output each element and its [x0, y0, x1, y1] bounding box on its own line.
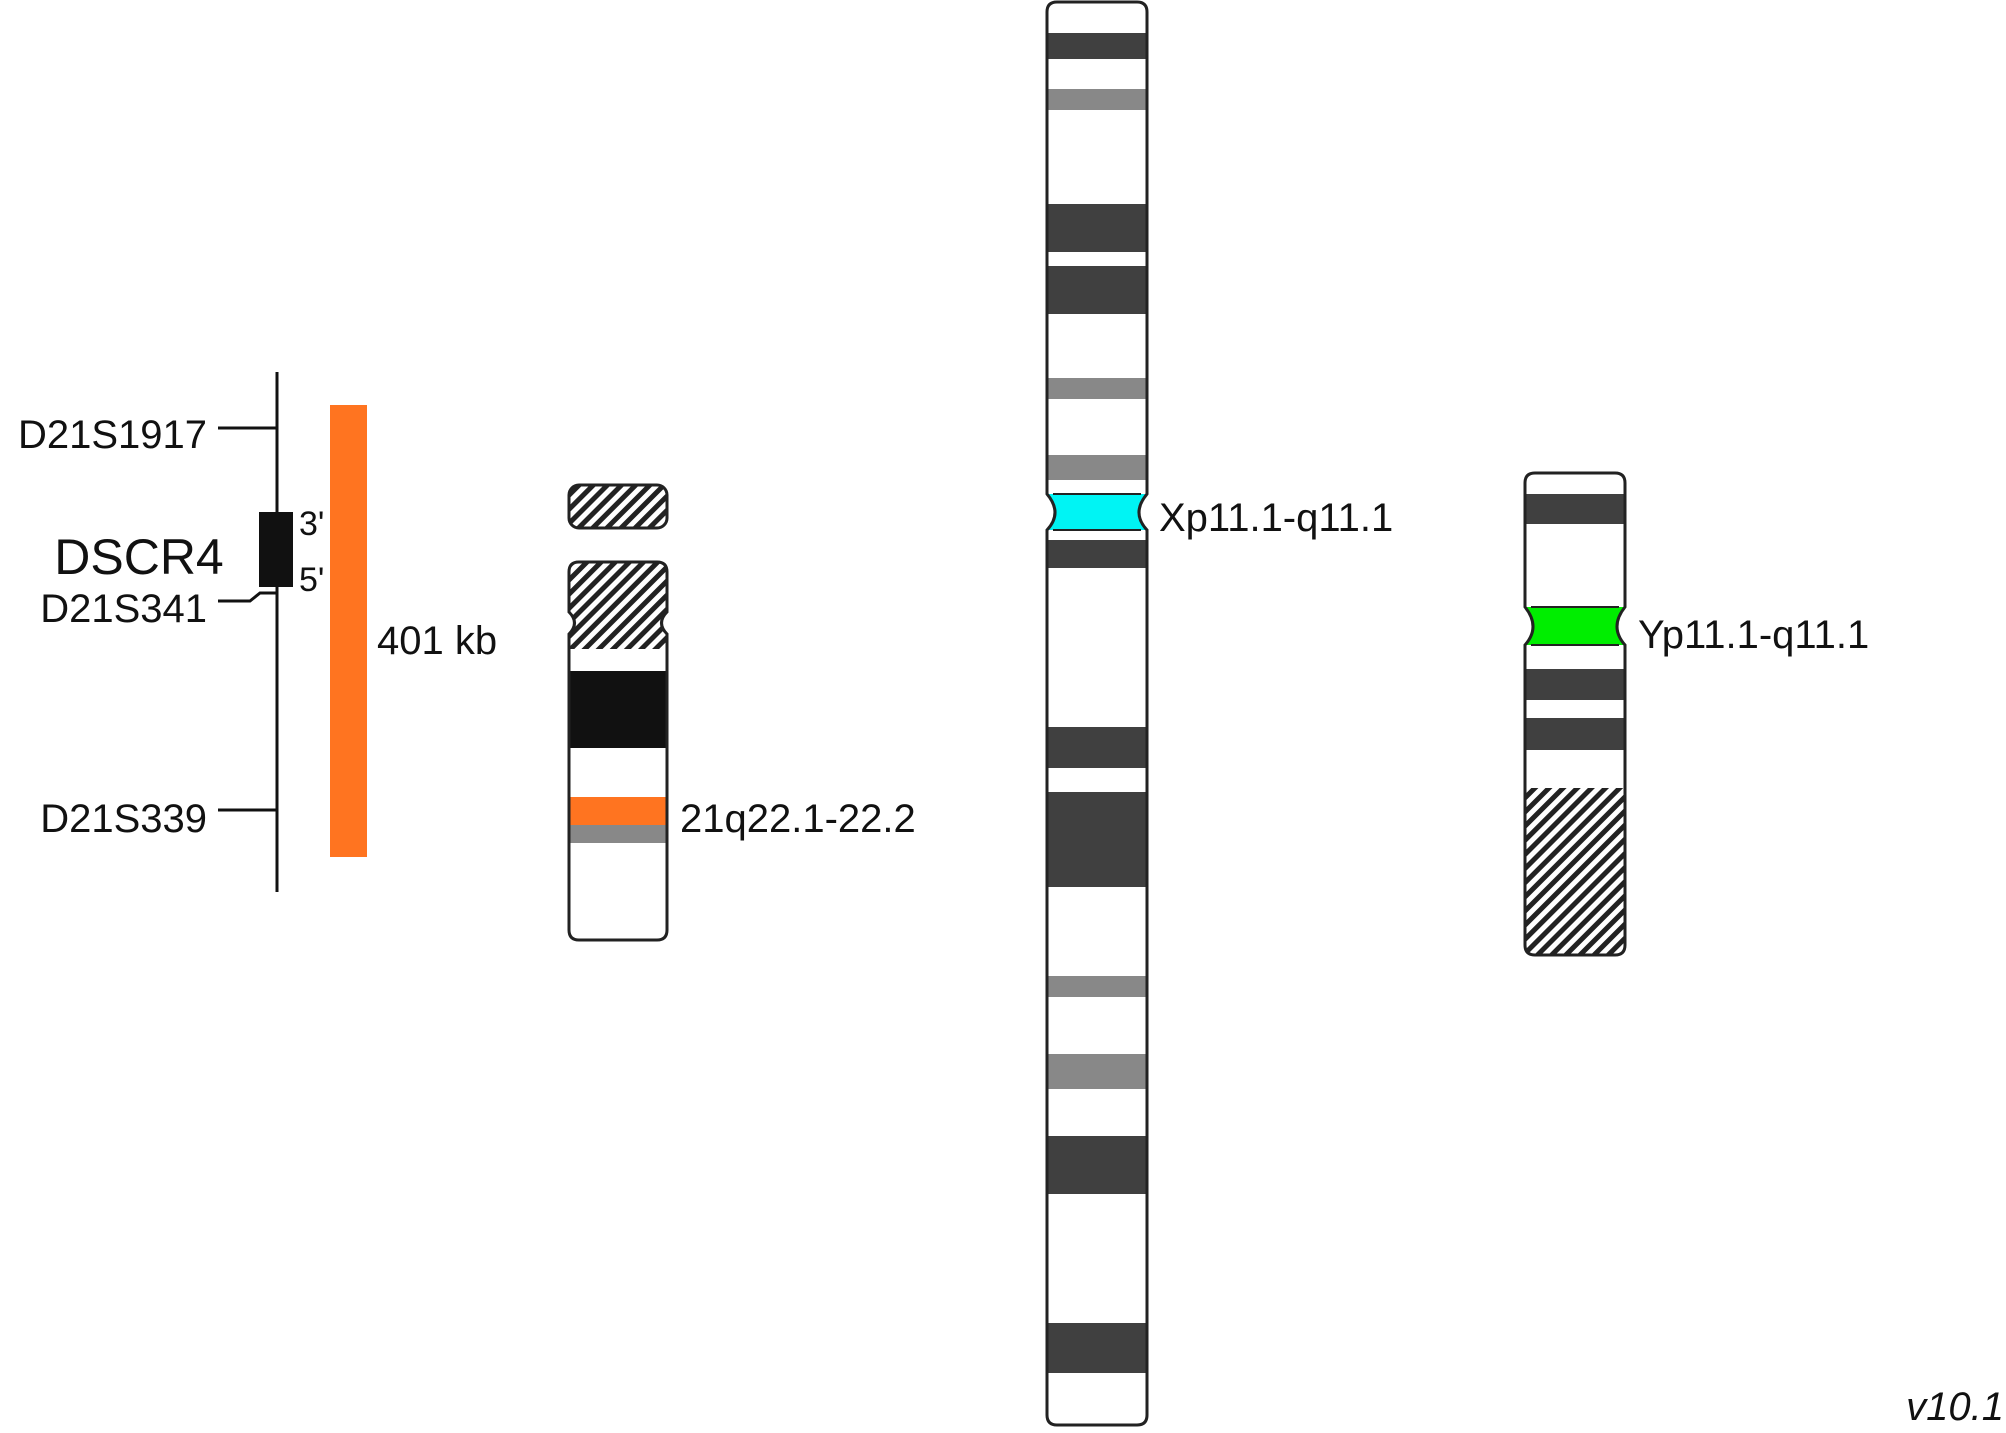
marker-label-d21s1917: D21S1917: [18, 413, 207, 457]
chry-centromere: [1525, 607, 1625, 645]
chry-locus-label: Yp11.1-q11.1: [1638, 613, 1869, 657]
gene-map: D21S1917 D21S341 D21S339 DSCR4 3' 5' 401…: [18, 372, 497, 892]
chromosome-y: Yp11.1-q11.1: [1523, 471, 1869, 957]
marker-label-d21s341: D21S341: [40, 587, 207, 631]
gene-end-top-label: 3': [299, 505, 324, 543]
chr21-probe-band: [569, 797, 667, 825]
chrx-centromere: [1047, 494, 1147, 530]
version-label: v10.1: [1906, 1385, 2004, 1428]
chromosome-x: Xp11.1-q11.1: [1045, 0, 1393, 1427]
marker-label-d21s339: D21S339: [40, 797, 207, 841]
gene-end-bottom-label: 5': [299, 561, 324, 599]
chrx-locus-label: Xp11.1-q11.1: [1159, 496, 1393, 540]
gene-label: DSCR4: [54, 529, 223, 585]
probe-bar: [330, 405, 367, 857]
chromosome-21: 21q22.1-22.2: [567, 483, 916, 942]
gene-box: [259, 512, 293, 587]
chr21-locus-label: 21q22.1-22.2: [680, 797, 916, 841]
probe-size-label: 401 kb: [377, 619, 497, 663]
marker-tick-d21s341: [218, 591, 277, 603]
